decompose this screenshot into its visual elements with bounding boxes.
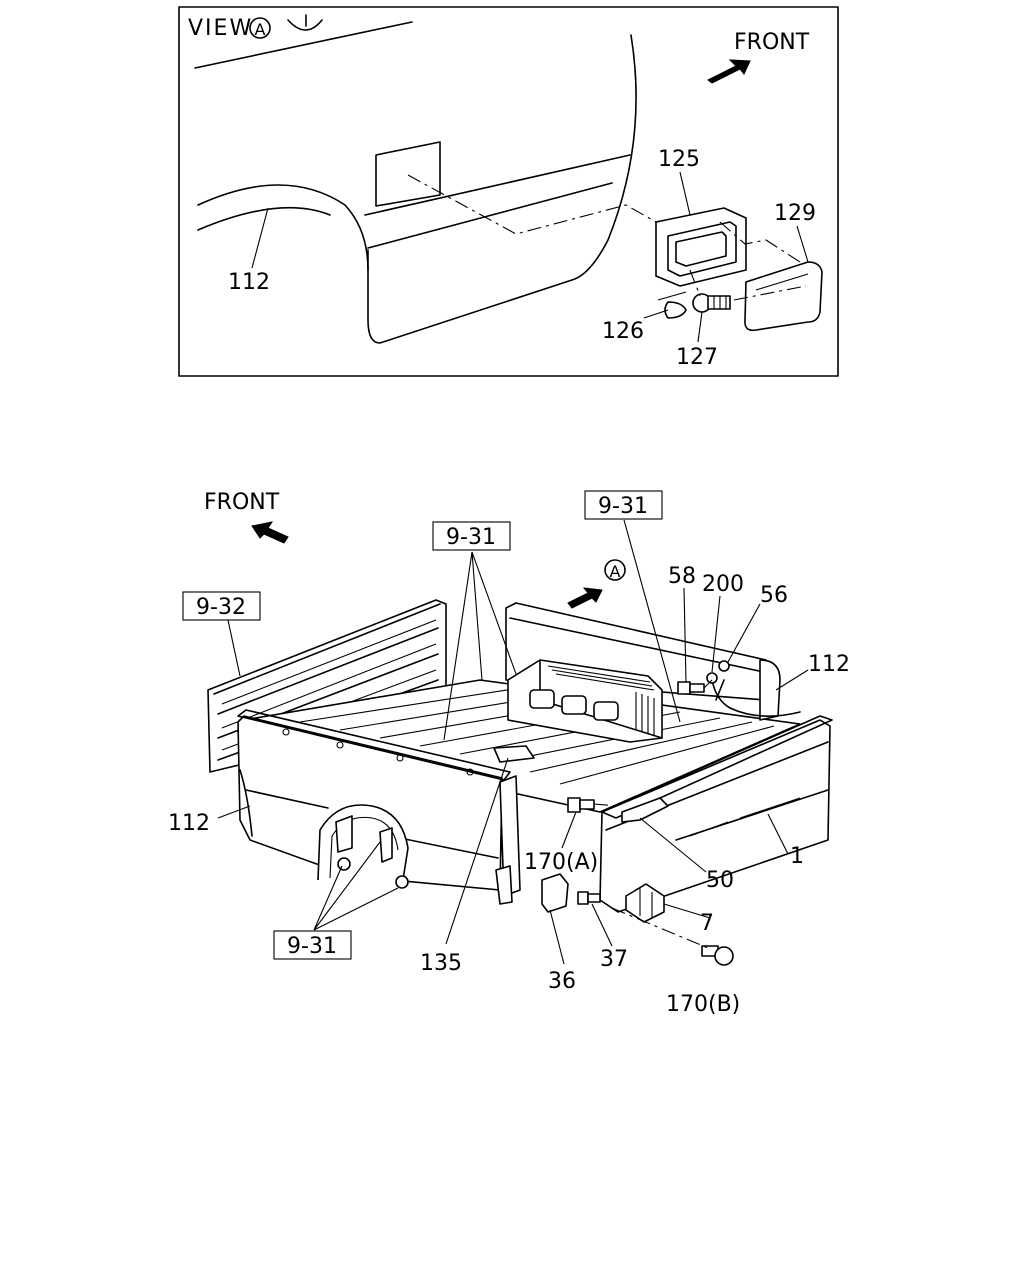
left-bed-side: [237, 709, 511, 891]
hinge-7: [625, 883, 665, 923]
lamp-housing: [655, 207, 747, 287]
view-title: VIEW: [188, 16, 253, 41]
bed-toolbox: [507, 659, 663, 743]
label-50: 50: [706, 868, 734, 893]
ref-9-31-top-text: 9-31: [446, 525, 496, 550]
label-125: 125: [658, 147, 700, 172]
label-58: 58: [668, 564, 696, 589]
view-eye-symbol: [287, 14, 323, 31]
ref-9-31-right-text: 9-31: [598, 494, 648, 519]
label-126: 126: [602, 319, 644, 344]
label-37: 37: [600, 947, 628, 972]
leader-37: [591, 903, 613, 947]
body-top-line: [194, 21, 413, 69]
label-200: 200: [702, 572, 744, 597]
leader-125: [679, 171, 691, 216]
wheel-arch: [197, 184, 369, 271]
leader-200: [711, 595, 721, 673]
lamp-lens: [744, 261, 823, 332]
ref-9-32: 9-32: [182, 591, 261, 621]
body-rear-curve: [367, 34, 637, 344]
leader-7: [663, 903, 711, 919]
leader-112-right: [775, 669, 809, 691]
label-36: 36: [548, 969, 576, 994]
label-112-right: 112: [808, 652, 850, 677]
front-label-main: FRONT: [204, 490, 280, 515]
leader-112-left: [217, 805, 251, 819]
front-label-top: FRONT: [734, 30, 810, 55]
leader-9-31-top: [443, 551, 517, 741]
leader-56: [727, 603, 761, 663]
label-170b: 170(B): [666, 992, 740, 1017]
harness-grommet: [706, 672, 718, 684]
leader-50: [639, 817, 707, 873]
bulb-socket: [692, 293, 731, 313]
ref-9-31-bottom-text: 9-31: [287, 934, 337, 959]
leader-1: [767, 813, 789, 855]
front-arrow-main: [251, 521, 289, 544]
truck-bed-view: FRONT A: [168, 490, 850, 1017]
ref-9-31-right: 9-31: [584, 490, 663, 520]
wire-harness: [711, 679, 801, 717]
right-rear-panel: [759, 659, 781, 721]
leader-170a: [561, 811, 577, 849]
ref-9-32-text: 9-32: [196, 595, 246, 620]
leader-135: [445, 757, 509, 945]
assembly-line-170a: [593, 803, 619, 807]
light-opening: [375, 141, 441, 207]
inset-frame: [178, 6, 839, 377]
bolt-170b: [701, 945, 734, 966]
ref-9-31-top: 9-31: [432, 521, 511, 551]
rear-corner-post: [493, 745, 535, 905]
assembly-line-bulb: [689, 269, 701, 297]
assembly-line-opening: [407, 174, 657, 235]
leader-9-31-right: [623, 519, 681, 723]
assembly-line-58: [703, 679, 713, 689]
bolt-58: [677, 681, 705, 695]
leader-58: [683, 587, 687, 683]
label-7: 7: [700, 911, 714, 936]
label-112-left: 112: [168, 811, 210, 836]
view-a-arrow: [567, 587, 603, 609]
label-56: 56: [760, 583, 788, 608]
assembly-line-170b: [611, 907, 709, 949]
right-bed-side: [599, 715, 833, 913]
bolt-37: [577, 891, 601, 905]
front-arrow-top: [707, 59, 751, 84]
view-a-marker: [604, 559, 626, 581]
bracket-36: [541, 873, 569, 913]
leader-129: [796, 225, 809, 263]
bulb-pointer: [657, 291, 687, 301]
stake-pocket: [621, 797, 669, 823]
view-a-marker-letter: A: [610, 562, 621, 581]
body-side-crease: [364, 154, 631, 249]
leader-126: [643, 309, 669, 319]
assembly-line-socket: [733, 285, 807, 301]
label-1: 1: [790, 844, 804, 869]
leader-9-31-bottom: [313, 841, 399, 931]
label-129: 129: [774, 201, 816, 226]
label-112-top: 112: [228, 270, 270, 295]
ref-9-31-bottom: 9-31: [273, 930, 352, 960]
view-a-inset: VIEW A: [178, 6, 839, 377]
leader-112: [251, 207, 269, 269]
label-127: 127: [676, 345, 718, 370]
label-135: 135: [420, 951, 462, 976]
leader-127: [697, 311, 703, 343]
view-marker-circle: [249, 17, 271, 39]
view-marker-letter: A: [255, 20, 266, 39]
leader-36: [549, 909, 565, 965]
leader-9-32: [227, 619, 241, 677]
label-170a: 170(A): [524, 850, 598, 875]
clip-56: [718, 660, 730, 672]
bulb: [664, 301, 687, 319]
assembly-line-lens: [719, 221, 801, 263]
